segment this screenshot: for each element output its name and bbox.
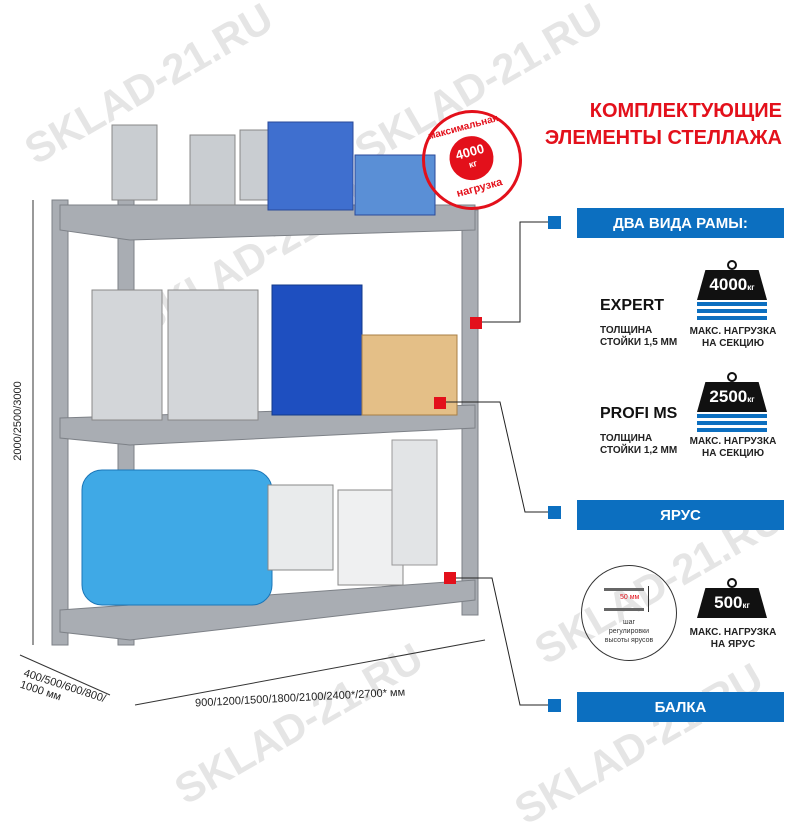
weight-icon: 2500кг: [697, 372, 767, 434]
title-line2: ЭЛЕМЕНТЫ СТЕЛЛАЖА: [544, 127, 782, 149]
cap-line2: НА СЕКЦИЮ: [701, 448, 765, 459]
load-unit: кг: [747, 283, 755, 292]
title-line1: КОМПЛЕКТУЮЩИЕ: [589, 100, 782, 122]
load-value: 500: [714, 593, 743, 612]
weight-icon: 500кг: [697, 578, 767, 618]
load-unit: кг: [742, 601, 750, 610]
thickness-line1: ТОЛЩИНА: [600, 433, 653, 444]
tier-step-circle: 50 мм шаг регулировки высоты ярусов: [581, 565, 677, 661]
tier-step-value: 50 мм: [620, 594, 640, 601]
step-caption: высоты ярусов: [604, 637, 654, 644]
load-value: 2500: [709, 387, 748, 406]
dimension-lines: [19, 200, 486, 706]
load-caption: МАКС. НАГРУЗКА НА СЕКЦИЮ: [683, 436, 783, 460]
cap-line2: НА ЯРУС: [710, 639, 756, 650]
frame-model-expert: EXPERT: [600, 297, 665, 314]
thickness-line1: ТОЛЩИНА: [600, 325, 653, 336]
height-dimension: 2000/2500/3000: [11, 381, 24, 461]
callout-square: [548, 699, 561, 712]
load-caption: МАКС. НАГРУЗКА НА ЯРУС: [683, 627, 783, 651]
callout-square: [548, 506, 561, 519]
cap-line1: МАКС. НАГРУЗКА: [689, 326, 777, 337]
callout-lines: [440, 221, 548, 706]
step-caption: шаг: [622, 619, 636, 626]
weight-icon: 4000кг: [697, 260, 767, 322]
thickness-line2: СТОЙКИ 1,5 ММ: [600, 337, 678, 348]
cap-line2: НА СЕКЦИЮ: [701, 338, 765, 349]
page-title: КОМПЛЕКТУЮЩИЕ ЭЛЕМЕНТЫ СТЕЛЛАЖА: [545, 98, 782, 152]
thickness-line2: СТОЙКИ 1,2 ММ: [600, 445, 678, 456]
step-caption: регулировки: [608, 628, 650, 635]
frame-thickness-profi: ТОЛЩИНА СТОЙКИ 1,2 ММ: [600, 433, 677, 457]
load-caption: МАКС. НАГРУЗКА НА СЕКЦИЮ: [683, 326, 783, 350]
callout-square: [548, 216, 561, 229]
cap-line1: МАКС. НАГРУЗКА: [689, 627, 777, 638]
callout-markers: [434, 317, 482, 584]
goods: [81, 121, 458, 606]
tier-header: ЯРУС: [577, 500, 784, 530]
load-unit: кг: [747, 395, 755, 404]
frame-model-profi-ms: PROFI MS: [600, 405, 678, 422]
frames-header: ДВА ВИДА РАМЫ:: [577, 208, 784, 238]
cap-line1: МАКС. НАГРУЗКА: [689, 436, 777, 447]
frame-thickness-expert: ТОЛЩИНА СТОЙКИ 1,5 ММ: [600, 325, 677, 349]
rack-illustration: [19, 121, 548, 706]
load-value: 4000: [709, 275, 748, 294]
beam-header: БАЛКА: [577, 692, 784, 722]
